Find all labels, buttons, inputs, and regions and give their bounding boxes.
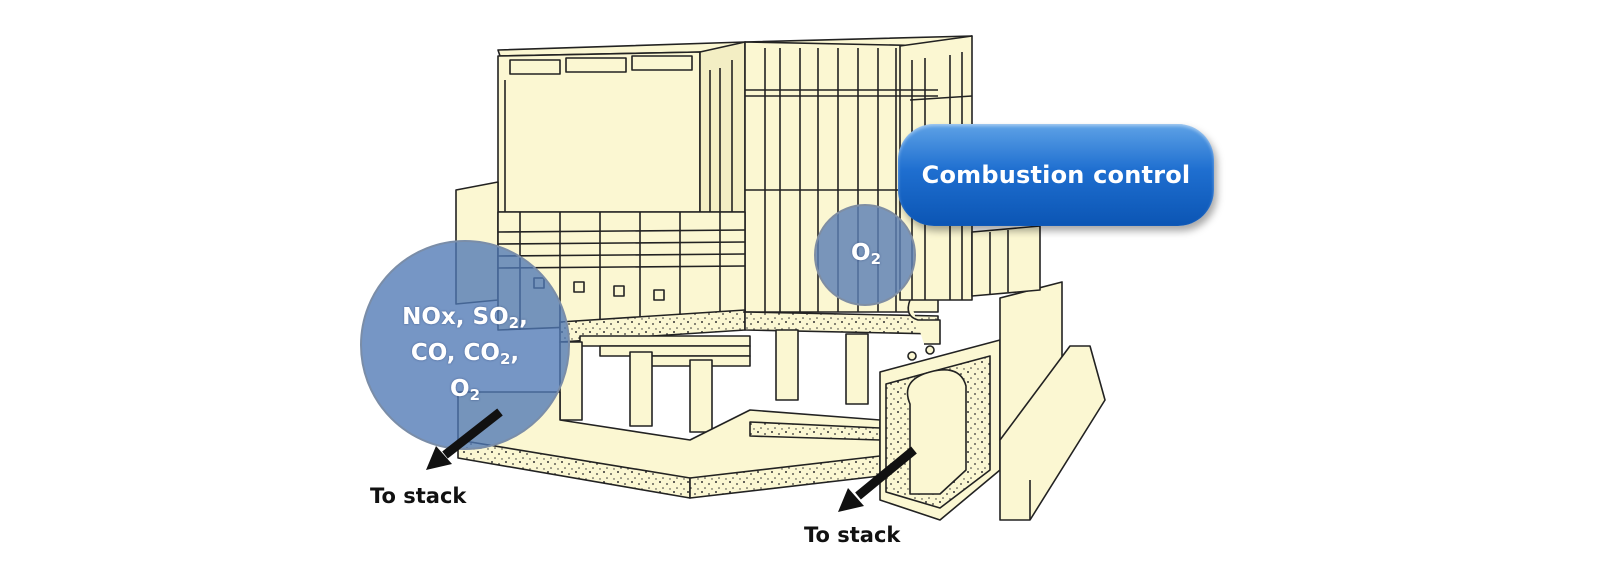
right-stack-arrow-shaft [855,446,917,500]
furnace-panels [504,55,733,212]
flow-arrows [426,408,917,512]
right-service-duct [971,225,1041,297]
furnace-upper-side [699,41,746,213]
right-duct-opening [906,369,967,495]
left-stack-arrow-shaft [442,408,503,459]
furnace-upper-block [497,51,701,213]
pipe-bundle [579,335,751,367]
right-to-stack-label: To stack [804,523,901,547]
right-plinth [999,345,1106,521]
combustion-control-callout: Combustion control [898,124,1214,226]
exit-gas-line-3: O2 [450,376,480,404]
exit-gas-line-1: NOx, SO2, [402,304,528,332]
furnace-oxygen-label: O2 [851,240,881,268]
left-stack-arrow-head [426,446,452,470]
combustion-control-label: Combustion control [921,161,1191,189]
exit-gas-lens [360,240,570,450]
right-stack-arrow-head [838,488,864,512]
exit-gas-line-2: CO, CO2, [410,340,520,368]
left-to-stack-label: To stack [370,484,467,508]
furnace-oxygen-lens [814,204,916,306]
exit-gas-species: NOx, SO2, CO, CO2, O2 [390,302,540,410]
ash-band-middle [744,311,939,335]
boiler-structure [455,35,1106,521]
elbow-pipe [907,299,941,345]
